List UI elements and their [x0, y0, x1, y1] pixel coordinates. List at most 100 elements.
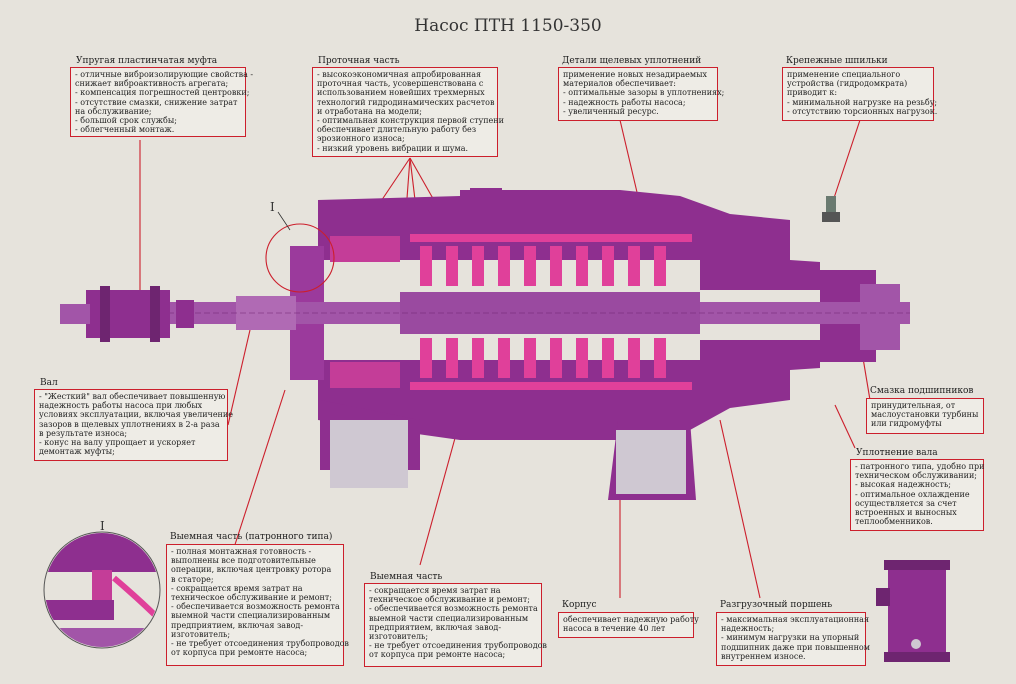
- removable-line: - не требует отсоединения трубопроводов: [369, 641, 547, 651]
- seals-heading: Детали щелевых уплотнений: [562, 56, 702, 66]
- seals-line: - надежность работы насоса;: [563, 97, 686, 107]
- coupling-callout: - отличные виброизолирующие свойства - с…: [70, 67, 254, 137]
- detail-i-marker: [265, 223, 335, 293]
- piston-line: надежность;: [721, 624, 775, 634]
- removable-line: выемной части специализированным: [369, 613, 529, 623]
- lubrication-line: маслоустановки турбины: [871, 410, 979, 420]
- removable-line: техническое обслуживание и ремонт;: [369, 595, 530, 605]
- shaft-seal-line: осуществляется за счет: [855, 498, 957, 508]
- elastic-coupling: [60, 286, 194, 342]
- removable-line: - обеспечивается возможность ремонта: [369, 604, 538, 614]
- piston-line: - максимальная эксплуатационная: [721, 615, 869, 624]
- cartridge-line: предприятием, включая завод-: [171, 620, 304, 630]
- coupling-heading: Упругая пластинчатая муфта: [76, 56, 218, 66]
- leader-shaft-seal: [834, 404, 856, 449]
- page-title: Насос ПТН 1150-350: [414, 16, 602, 36]
- lubrication-heading: Смазка подшипников: [870, 386, 974, 396]
- cartridge-line: - не требует отсоединения трубопроводов: [171, 639, 349, 649]
- flow-line: проточная часть, усовершенствована с: [317, 79, 484, 89]
- shaft-line: - конус на валу упрощает и ускоряет: [39, 438, 196, 448]
- shaft-seal-line: - высокая надежность;: [855, 480, 951, 490]
- cartridge-line: - полная монтажная готовность -: [171, 547, 312, 556]
- removable-line: - сокращается время затрат на: [369, 586, 501, 595]
- removable-heading: Выемная часть: [370, 572, 443, 582]
- leader-lines: [139, 119, 871, 599]
- studs-heading: Крепежные шпильки: [786, 56, 888, 66]
- coupling-line: - отличные виброизолирующие свойства -: [75, 70, 254, 79]
- shaft-seal-line: теплообменников.: [855, 517, 933, 527]
- detail-i-label: I: [270, 200, 275, 214]
- flow-line: - низкий уровень вибрации и шума.: [317, 143, 469, 153]
- pump-stages: [330, 234, 692, 390]
- fastening-stud: [822, 196, 840, 222]
- cartridge-line: выполнены все подготовительные: [171, 556, 316, 566]
- cartridge-line: операции, включая центровку ротора: [171, 565, 332, 575]
- piston-line: подшипник даже при повышенном: [721, 642, 870, 652]
- coupling-line: - отсутствие смазки, снижение затрат: [75, 97, 238, 107]
- studs-line: - отсутствию торсионных нагрузок.: [787, 106, 938, 116]
- piston-callout: - максимальная эксплуатационная надежнос…: [716, 612, 870, 666]
- removable-callout: - сокращается время затрат на техническо…: [364, 583, 547, 667]
- flow-heading: Проточная часть: [318, 56, 400, 66]
- leader-removable: [419, 419, 461, 566]
- shaft-seal-line: - оптимальное охлаждение: [855, 489, 970, 499]
- shaft-line: демонтаж муфты;: [39, 447, 115, 457]
- flow-line: обеспечивает длительную работу без: [317, 125, 477, 135]
- removable-line: от корпуса при ремонте насоса;: [369, 650, 506, 660]
- studs-line: применение специального: [787, 70, 901, 79]
- cartridge-line: - обеспечивается возможность ремонта: [171, 602, 340, 612]
- cartridge-line: техническое обслуживание и ремонт;: [171, 593, 332, 603]
- seals-line: - увеличенный ресурс.: [563, 106, 659, 116]
- leader-shaft: [227, 329, 251, 426]
- shaft-seal-line: - патронного типа, удобно при: [855, 462, 985, 471]
- seals-callout: применение новых незадираемых материалов…: [558, 67, 724, 121]
- shaft-line: зазоров в щелевых уплотнениях в 2-а раза: [39, 419, 220, 429]
- cartridge-heading: Выемная часть (патронного типа): [170, 532, 333, 542]
- shaft-seal-line: техническом обслуживании;: [855, 471, 977, 481]
- shaft-seal-callout: - патронного типа, удобно при техническо…: [850, 459, 984, 531]
- seals-line: применение новых незадираемых: [563, 70, 708, 79]
- leader-cartridge: [229, 389, 286, 561]
- removable-line: изготовитель;: [369, 632, 429, 642]
- piston-line: внутреннем износе.: [721, 651, 806, 661]
- coupling-line: - компенсация погрешностей центровки;: [75, 88, 250, 98]
- studs-line: устройства (гидродомкрата): [787, 79, 908, 89]
- piston-heading: Разгрузочный поршень: [720, 600, 833, 610]
- studs-line: - минимальной нагрузке на резьбу;: [787, 97, 938, 107]
- cartridge-line: - сокращается время затрат на: [171, 583, 303, 593]
- housing-callout: обеспечивает надежную работу насоса в те…: [558, 612, 699, 638]
- cartridge-callout: - полная монтажная готовность - выполнен…: [166, 544, 349, 666]
- shaft-seal-heading: Уплотнение вала: [856, 448, 938, 458]
- housing-line: насоса в течение 40 лет: [563, 624, 666, 634]
- flow-line: технологий гидродинамических расчетов: [317, 97, 495, 107]
- coupling-line: - большой срок службы;: [75, 116, 177, 126]
- shaft-line: надежность работы насоса при любых: [39, 401, 203, 411]
- removable-line: предприятием, включая завод-: [369, 622, 502, 632]
- lubrication-line: или гидромуфты: [871, 419, 942, 429]
- coupling-line: на обслуживание;: [75, 106, 152, 116]
- housing-heading: Корпус: [562, 600, 597, 610]
- flow-line: - высокоэкономичная апробированная: [317, 70, 482, 79]
- shaft-line: - "Жесткий" вал обеспечивает повышенную: [39, 392, 226, 401]
- coupling-line: снижает виброактивность агрегата;: [75, 79, 229, 89]
- studs-callout: применение специального устройства (гидр…: [782, 67, 938, 121]
- seals-line: материалов обеспечивает:: [563, 79, 676, 89]
- lubrication-line: принудительная, от: [871, 401, 956, 410]
- coupling-line: - облегченный монтаж.: [75, 125, 175, 135]
- cartridge-line: выемной части специализированным: [171, 611, 331, 621]
- shaft-callout: - "Жесткий" вал обеспечивает повышенную …: [34, 389, 233, 461]
- leader-seals: [619, 119, 641, 206]
- flow-callout: - высокоэкономичная апробированная прото…: [312, 67, 504, 157]
- flow-line: и отработана на модели;: [317, 106, 422, 116]
- cartridge-line: в статоре;: [171, 574, 214, 584]
- shaft-seal-line: встроенных и выносных: [855, 508, 957, 518]
- detail-i-label-enlarged: I: [100, 519, 105, 533]
- shaft-line: в результате износа;: [39, 428, 128, 438]
- shaft-line: условиях эксплуатации, включая увеличени…: [39, 410, 233, 420]
- flow-line: эрозионного износа;: [317, 134, 405, 144]
- detail-i-enlargement: [43, 531, 161, 649]
- cartridge-line: изготовитель;: [171, 629, 231, 639]
- lubrication-callout: принудительная, от маслоустановки турбин…: [866, 398, 984, 434]
- pump-shaft: [150, 292, 910, 334]
